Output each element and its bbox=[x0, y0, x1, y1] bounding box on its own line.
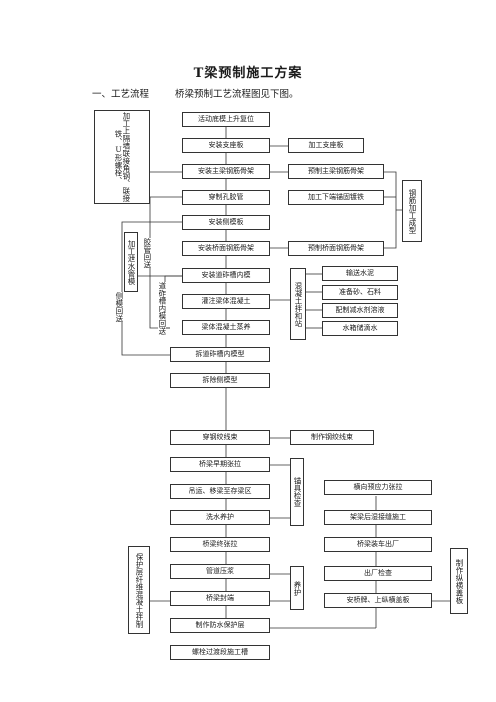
cover-plate-text: 制作纵横盖板 bbox=[454, 558, 464, 604]
step-thread-hose: 穿制孔胶管 bbox=[182, 190, 270, 205]
lateral-prestress: 横向预应力张拉 bbox=[324, 480, 432, 495]
step-pour-concrete: 灌注梁体混凝土 bbox=[182, 294, 270, 309]
step-seal-end: 桥梁封端 bbox=[170, 591, 270, 606]
anchor-check-text: 锚具检查 bbox=[292, 477, 302, 507]
step-lift-move: 吊运、移梁至存梁区 bbox=[170, 484, 270, 499]
section-text: 桥梁预制工艺流程图见下图。 bbox=[175, 89, 299, 100]
protect-layer-text: 保护层纤维混凝土拌制 bbox=[134, 552, 144, 628]
install-plates: 安桥牌、上纵横盖板 bbox=[324, 593, 432, 608]
section-number: 一、工艺流程 bbox=[92, 89, 150, 100]
maintenance-text: 养护 bbox=[292, 580, 302, 596]
input-water: 水箱储滴水 bbox=[322, 321, 398, 336]
step-steam-cure: 梁体混凝土蒸养 bbox=[182, 320, 270, 335]
steel-main-rebar: 预制主梁钢筋骨架 bbox=[288, 164, 384, 179]
step-install-main-rebar: 安装主梁钢筋骨架 bbox=[182, 164, 270, 179]
connector-text: 加工上隔墙联接角钢、联接铁、U形螺栓、 bbox=[114, 112, 131, 202]
factory-inspection: 出厂检查 bbox=[324, 566, 432, 581]
steel-bearing-plate: 加工支座板 bbox=[288, 138, 364, 153]
step-thread-strand: 穿钢绞线束 bbox=[170, 430, 270, 445]
step-grouting: 管道压浆 bbox=[170, 564, 270, 579]
steel-group-text: 钢筋加工成型 bbox=[407, 188, 417, 234]
step-activate-bottom-mould: 活动底模上升复位 bbox=[182, 112, 270, 127]
step-remove-ballast-mould: 拆道砟槽内模型 bbox=[170, 347, 270, 362]
side-return-label: 侧模回送 bbox=[114, 292, 124, 322]
steel-deck-rebar: 预制桥面钢筋骨架 bbox=[288, 241, 384, 256]
make-strand-bundle: 制作钢绞线束 bbox=[290, 430, 374, 445]
step-remove-side-mould: 拆除侧模型 bbox=[170, 373, 270, 388]
wet-joint: 架梁后湿接缝施工 bbox=[324, 510, 432, 525]
inner-return-label: 道砟槽内模回送 bbox=[157, 282, 167, 335]
loading-shipment: 桥梁装车出厂 bbox=[324, 537, 432, 552]
step-wash-cure: 洗水养护 bbox=[170, 510, 270, 525]
maintenance: 养护 bbox=[290, 566, 304, 610]
step-waterproof-layer: 制作防水保护层 bbox=[170, 618, 270, 633]
step-install-side-mould: 安装侧模板 bbox=[182, 215, 270, 230]
page-title: T梁预制施工方案 bbox=[193, 66, 303, 81]
step-install-deck-rebar: 安装桥面钢筋骨架 bbox=[182, 241, 270, 256]
cover-plate-label: 制作纵横盖板 bbox=[450, 548, 468, 614]
protect-layer-label: 保护层纤维混凝土拌制 bbox=[128, 546, 150, 634]
step-install-bearing-plate: 安装支座板 bbox=[182, 138, 270, 153]
concrete-station: 混凝土拌和站 bbox=[290, 268, 306, 340]
hose-return-label: 胶管回送 bbox=[142, 238, 152, 268]
step-bolt-transition: 螺栓过渡段施工槽 bbox=[170, 645, 270, 660]
connector-label: 加工上隔墙联接角钢、联接铁、U形螺栓、 bbox=[94, 110, 150, 204]
concrete-station-text: 混凝土拌和站 bbox=[293, 281, 303, 327]
steel-anchor-iron: 加工下端锚固镀铁 bbox=[288, 190, 384, 205]
step-early-tension: 桥梁早期张拉 bbox=[170, 457, 270, 472]
water-pipe-text: 加工泄水管模 bbox=[126, 239, 136, 285]
water-pipe-label: 加工泄水管模 bbox=[124, 232, 138, 292]
step-final-tension: 桥梁终张拉 bbox=[170, 537, 270, 552]
input-cement: 输送水泥 bbox=[322, 266, 398, 281]
input-admixture: 配制减水剂溶液 bbox=[322, 303, 398, 318]
section-heading: 一、工艺流程 桥梁预制工艺流程图见下图。 bbox=[92, 86, 299, 100]
input-aggregate: 准备砂、石料 bbox=[322, 285, 398, 300]
steel-group-label: 钢筋加工成型 bbox=[402, 180, 422, 242]
anchor-check: 锚具检查 bbox=[290, 458, 304, 526]
step-install-ballast-mould: 安装道砟槽内模 bbox=[182, 268, 270, 283]
